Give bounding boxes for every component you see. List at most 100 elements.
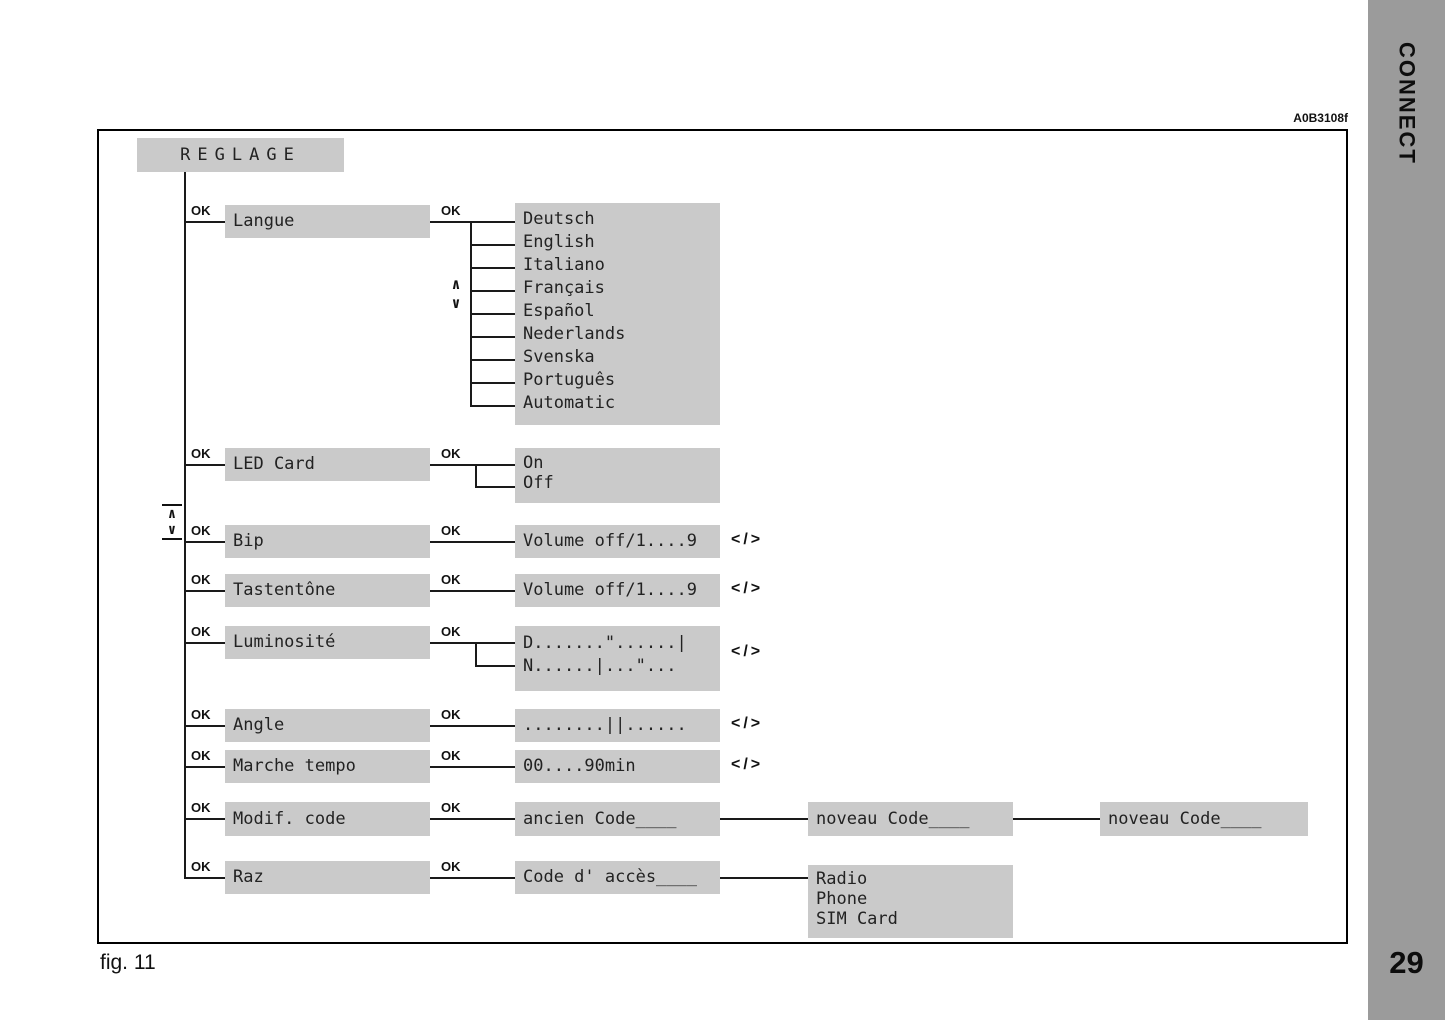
- led-option: On: [523, 453, 544, 473]
- connector-line: [1013, 818, 1100, 820]
- ok-label: OK: [191, 446, 211, 461]
- connector-line: [184, 221, 225, 223]
- page-number: 29: [1389, 945, 1424, 980]
- ok-label: OK: [191, 203, 211, 218]
- down-arrow-icon: ∨: [451, 294, 461, 312]
- connector-line: [184, 766, 225, 768]
- connector-line: [720, 818, 808, 820]
- ok-label: OK: [191, 800, 211, 815]
- language-option: Nederlands: [523, 324, 626, 344]
- bracket-tick-line: [470, 336, 515, 338]
- menu-item-modif-code: Modif. code: [225, 802, 430, 836]
- ok-label: OK: [191, 707, 211, 722]
- connector-line: [430, 221, 515, 223]
- left-right-control-label: </>: [731, 531, 764, 548]
- language-option: Deutsch: [523, 209, 595, 229]
- ok-label: OK: [191, 859, 211, 874]
- up-arrow-icon: ∧: [162, 504, 182, 522]
- connector-line: [720, 877, 808, 879]
- language-option: English: [523, 232, 595, 252]
- connector-line: [430, 766, 515, 768]
- connector-line: [184, 464, 225, 466]
- connector-line: [184, 818, 225, 820]
- bracket-tick-line: [470, 382, 515, 384]
- submenu-led-card-options: On Off: [515, 448, 720, 503]
- submenu-noveau-code-2: noveau Code____: [1100, 802, 1308, 836]
- submenu-bip-value: Volume off/1....9: [515, 525, 720, 558]
- connector-line: [430, 818, 515, 820]
- menu-item-luminosite: Luminosité: [225, 626, 430, 659]
- menu-item-led-card: LED Card: [225, 448, 430, 481]
- left-right-control-label: </>: [731, 580, 764, 597]
- connector-line: [430, 541, 515, 543]
- image-code: A0B3108f: [1293, 111, 1348, 125]
- menu-root-box: REGLAGE: [137, 138, 344, 172]
- connector-line: [430, 590, 515, 592]
- bracket-tick-line: [470, 405, 515, 407]
- ok-label: OK: [441, 203, 461, 218]
- ok-label: OK: [191, 572, 211, 587]
- menu-item-marche-tempo: Marche tempo: [225, 750, 430, 783]
- submenu-raz-targets: Radio Phone SIM Card: [808, 865, 1013, 938]
- ok-label: OK: [191, 748, 211, 763]
- language-option: Español: [523, 301, 595, 321]
- menu-item-raz: Raz: [225, 861, 430, 894]
- section-title-text: CONNECT: [1394, 42, 1420, 165]
- ok-label: OK: [191, 624, 211, 639]
- figure-caption: fig. 11: [100, 951, 156, 974]
- submenu-noveau-code-1: noveau Code____: [808, 802, 1013, 836]
- language-option: Italiano: [523, 255, 605, 275]
- menu-item-angle: Angle: [225, 709, 430, 742]
- connector-line: [184, 877, 225, 879]
- bracket-tick-line: [470, 267, 515, 269]
- left-right-control-label: </>: [731, 756, 764, 773]
- luminosite-day-value: D......."......|: [523, 633, 687, 653]
- ok-label: OK: [441, 572, 461, 587]
- raz-target: Phone: [816, 889, 868, 909]
- bracket-tick-line: [475, 486, 515, 488]
- left-right-control-label: </>: [731, 643, 764, 660]
- language-option: Français: [523, 278, 605, 298]
- language-option: Automatic: [523, 393, 616, 413]
- raz-target: Radio: [816, 869, 868, 889]
- submenu-langue-options: Deutsch English Italiano Français Españo…: [515, 203, 720, 425]
- trunk-connector-line: [184, 172, 186, 878]
- bracket-tick-line: [470, 359, 515, 361]
- submenu-tastentone-value: Volume off/1....9: [515, 574, 720, 607]
- language-option: Português: [523, 370, 616, 390]
- menu-item-tastentone: Tastentône: [225, 574, 430, 607]
- connector-line: [184, 590, 225, 592]
- ok-label: OK: [441, 446, 461, 461]
- bracket-line: [475, 464, 477, 488]
- menu-item-langue: Langue: [225, 205, 430, 238]
- section-sidebar: CONNECT 29: [1368, 0, 1445, 1020]
- language-option: Svenska: [523, 347, 595, 367]
- raz-target: SIM Card: [816, 909, 898, 929]
- submenu-up-down-icon: ∧ ∨: [446, 275, 466, 313]
- connector-line: [184, 541, 225, 543]
- ok-label: OK: [441, 800, 461, 815]
- bracket-tick-line: [470, 313, 515, 315]
- bracket-tick-line: [475, 665, 515, 667]
- submenu-ancien-code: ancien Code____: [515, 802, 720, 836]
- connector-line: [430, 642, 515, 644]
- connector-line: [184, 642, 225, 644]
- ok-label: OK: [441, 624, 461, 639]
- connector-line: [430, 725, 515, 727]
- ok-label: OK: [441, 707, 461, 722]
- ok-label: OK: [191, 523, 211, 538]
- connector-line: [184, 725, 225, 727]
- down-arrow-icon: ∨: [162, 522, 182, 540]
- bracket-line: [475, 642, 477, 667]
- submenu-luminosite-values: D......."......| N......|..."...: [515, 626, 720, 691]
- section-title: CONNECT: [1368, 42, 1445, 165]
- led-option: Off: [523, 473, 554, 493]
- scroll-up-down-icon: ∧ ∨: [162, 504, 182, 540]
- bracket-tick-line: [470, 244, 515, 246]
- connector-line: [430, 464, 515, 466]
- submenu-marche-tempo-value: 00....90min: [515, 750, 720, 783]
- submenu-angle-value: ........||......: [515, 709, 720, 742]
- submenu-code-acces: Code d' accès____: [515, 861, 720, 894]
- up-arrow-icon: ∧: [451, 275, 461, 293]
